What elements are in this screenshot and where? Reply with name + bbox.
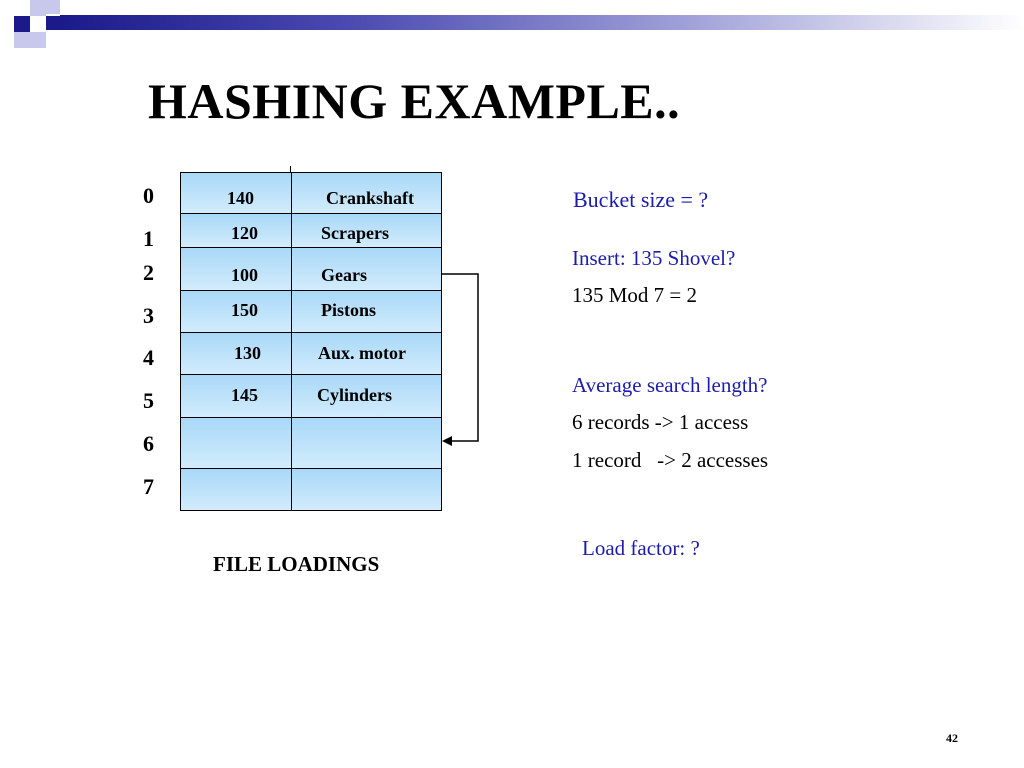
bucket-value: Gears <box>321 265 367 285</box>
mod-calculation: 135 Mod 7 = 2 <box>572 283 698 307</box>
bucket-row: 100 Gears <box>180 247 442 291</box>
bucket-index: 3 <box>143 303 154 328</box>
load-factor-question: Load factor: ? <box>582 536 700 560</box>
one-record-note: 1 record -> 2 accesses <box>572 448 769 472</box>
bucket-index: 0 <box>143 183 154 208</box>
bucket-value: Pistons <box>321 300 377 320</box>
bucket-value: Crankshaft <box>326 188 415 208</box>
bucket-key: 120 <box>231 223 258 243</box>
page-number: 42 <box>946 731 958 745</box>
header-gradient-bar <box>60 15 1024 30</box>
bucket-row <box>180 468 442 511</box>
bucket-row: 145 Cylinders <box>180 374 442 418</box>
average-search-question: Average search length? <box>572 373 768 397</box>
bucket-size-question: Bucket size = ? <box>573 187 709 212</box>
bucket-row <box>180 417 442 469</box>
bucket-row: 120 Scrapers <box>180 213 442 248</box>
overflow-arrow <box>442 273 479 446</box>
bucket-row: 130 Aux. motor <box>180 332 442 375</box>
bucket-value: Aux. motor <box>318 343 406 363</box>
bucket-index: 6 <box>143 431 154 456</box>
bucket-index: 1 <box>143 226 154 251</box>
bucket-index: 5 <box>143 388 154 413</box>
hash-table: 140 Crankshaft 120 Scrapers 100 Gears 15… <box>180 172 442 511</box>
bucket-row: 150 Pistons <box>180 290 442 333</box>
figure-caption: FILE LOADINGS <box>213 552 380 576</box>
insert-question: Insert: 135 Shovel? <box>572 246 736 270</box>
bucket-key: 130 <box>234 343 261 363</box>
table-top-tick <box>290 166 291 174</box>
bucket-key: 140 <box>227 188 254 208</box>
corner-decoration <box>0 0 1024 60</box>
bucket-key: 145 <box>231 385 258 405</box>
bucket-row: 140 Crankshaft <box>180 172 442 214</box>
six-records-note: 6 records -> 1 access <box>572 410 749 434</box>
bucket-key: 100 <box>231 265 258 285</box>
bucket-value: Cylinders <box>317 385 393 405</box>
bucket-index: 4 <box>143 345 154 370</box>
slide-title: HASHING EXAMPLE.. <box>148 73 681 129</box>
bucket-index: 7 <box>143 474 154 499</box>
bucket-key: 150 <box>231 300 258 320</box>
bucket-value: Scrapers <box>321 223 389 243</box>
bucket-index: 2 <box>143 260 154 285</box>
